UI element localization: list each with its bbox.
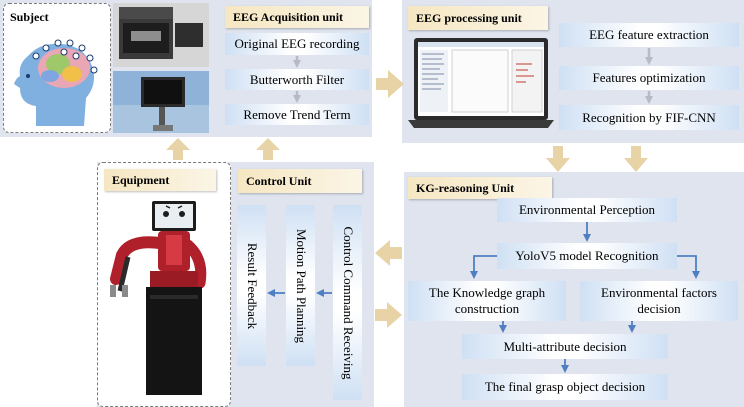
kg-env-factors-line1: Environmental factors — [601, 285, 717, 300]
kg-knowledge-graph-line1: The Knowledge graph — [428, 285, 546, 300]
subject-box: Subject — [3, 3, 111, 133]
arrow-acq-to-proc — [376, 70, 404, 98]
acq-step-original-eeg: Original EEG recording — [225, 33, 369, 55]
robot-screen-photo — [113, 71, 209, 133]
arrow-kg-to-control — [375, 240, 402, 266]
proc-step-feature-extraction: EEG feature extraction — [559, 23, 739, 47]
arrow-proc-to-kg-left — [546, 146, 570, 172]
kg-environmental-factors-decision: Environmental factors decision — [580, 281, 738, 321]
acq-step-butterworth: Butterworth Filter — [225, 69, 369, 90]
eeg-cap-head-image — [14, 39, 98, 126]
eeg-amplifier-photo — [113, 3, 209, 67]
kg-yolov5-recognition: YoloV5 model Recognition — [497, 243, 677, 269]
arrow-equipment-up — [166, 138, 190, 160]
subject-title: Subject — [10, 10, 49, 24]
kg-flow-arrows — [470, 222, 700, 373]
acquisition-title: EEG Acquisition unit — [225, 6, 369, 28]
control-step-command-receiving: Control Command Receiving — [333, 205, 362, 400]
robot-arm-image — [110, 201, 207, 395]
kg-multi-attribute-decision: Multi-attribute decision — [462, 334, 668, 359]
arrow-control-to-kg — [375, 302, 402, 328]
proc-step-recognition-fif-cnn: Recognition by FIF-CNN — [559, 105, 739, 130]
acq-step-remove-trend: Remove Trend Term — [225, 104, 369, 125]
control-step-result-feedback: Result Feedback — [237, 205, 266, 366]
control-step-motion-path: Motion Path Planning — [286, 205, 315, 366]
arrow-proc-to-kg-right — [624, 146, 648, 172]
laptop-software-image — [408, 38, 554, 128]
kg-final-grasp-decision: The final grasp object decision — [462, 374, 668, 400]
kg-knowledge-graph-construction: The Knowledge graph construction — [408, 281, 566, 321]
arrow-control-up — [256, 138, 280, 160]
processing-title: EEG processing unit — [408, 6, 548, 30]
proc-step-features-optimization: Features optimization — [559, 66, 739, 90]
equipment-title: Equipment — [104, 169, 216, 191]
kg-environmental-perception: Environmental Perception — [497, 198, 677, 222]
kg-knowledge-graph-line2: construction — [454, 301, 520, 316]
kg-env-factors-line2: decision — [637, 301, 681, 316]
control-title: Control Unit — [238, 169, 362, 193]
unit-transfer-arrows — [166, 70, 648, 328]
kg-title: KG-reasoning Unit — [408, 177, 552, 199]
